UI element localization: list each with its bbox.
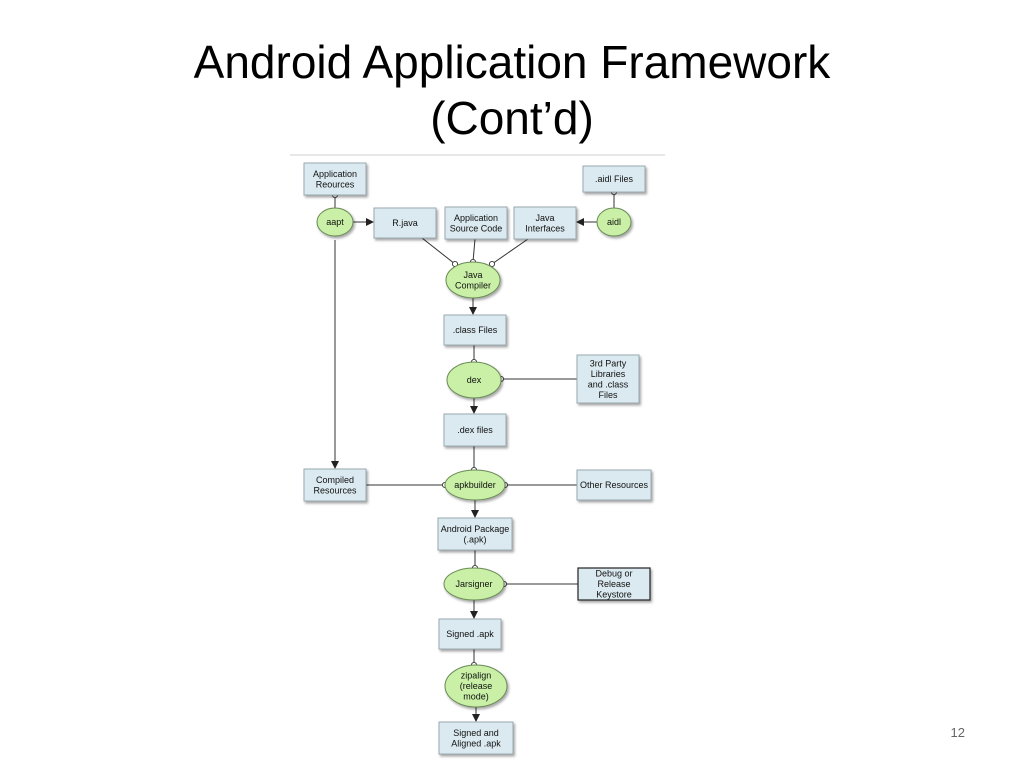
box-compiled-resources-label-line-2: Resources bbox=[313, 485, 357, 495]
box-third-party-label-line-2: Libraries bbox=[591, 369, 626, 379]
box-app-source-shape bbox=[444, 206, 508, 240]
box-third-party-label-line-4: Files bbox=[598, 390, 618, 400]
slide-title: Android Application Framework (Cont’d) bbox=[0, 34, 1024, 146]
box-app-resources-label-line-2: Reources bbox=[316, 179, 355, 189]
box-dex-files: .dex files bbox=[443, 413, 507, 447]
box-keystore-label-line-2: Release bbox=[597, 579, 630, 589]
box-other-resources-label-line-1: Other Resources bbox=[580, 480, 649, 490]
connector-7 bbox=[491, 238, 529, 265]
box-app-source-label-line-2: Source Code bbox=[450, 223, 503, 233]
box-android-package: Android Package(.apk) bbox=[437, 517, 513, 551]
box-class-files-shape bbox=[443, 314, 507, 346]
box-aidl-files-shape bbox=[582, 165, 646, 193]
box-keystore-shape bbox=[577, 567, 651, 601]
tool-zipalign-shape bbox=[444, 664, 508, 708]
tool-aapt-shape bbox=[316, 207, 354, 237]
tool-aidl: aidl bbox=[596, 207, 632, 237]
box-compiled-resources-shape bbox=[303, 468, 367, 502]
slide-title-line-1: Android Application Framework bbox=[193, 36, 831, 88]
box-android-package-label-line-2: (.apk) bbox=[463, 534, 486, 544]
box-keystore-label-line-1: Debug or bbox=[595, 569, 632, 579]
tool-apkbuilder: apkbuilder bbox=[444, 469, 506, 501]
box-keystore-label-line-3: Keystore bbox=[596, 590, 632, 600]
connector-7-end-port bbox=[488, 260, 496, 268]
box-third-party-label-line-1: 3rd Party bbox=[590, 358, 627, 368]
box-third-party-shape bbox=[576, 354, 640, 404]
box-signed-apk-label-line-1: Signed .apk bbox=[446, 629, 494, 639]
box-r-java: R.java bbox=[373, 207, 437, 239]
connector-6 bbox=[472, 238, 476, 263]
box-dex-files-label-line-1: .dex files bbox=[457, 425, 493, 435]
box-signed-apk-shape bbox=[438, 618, 502, 650]
tool-dex: dex bbox=[446, 361, 502, 399]
tool-aidl-label-line-1: aidl bbox=[607, 217, 621, 227]
tool-zipalign-label-line-2: (release bbox=[460, 681, 493, 691]
box-aidl-files-label-line-1: .aidl Files bbox=[595, 174, 634, 184]
slide-title-line-2: (Cont’d) bbox=[430, 92, 594, 144]
tool-aapt-label-line-1: aapt bbox=[326, 217, 344, 227]
tool-apkbuilder-shape bbox=[444, 469, 506, 501]
box-signed-aligned-label-line-2: Aligned .apk bbox=[451, 738, 501, 748]
box-third-party-label-line-3: and .class bbox=[588, 379, 629, 389]
tool-dex-label-line-1: dex bbox=[467, 375, 482, 385]
tool-apkbuilder-label-line-1: apkbuilder bbox=[454, 480, 496, 490]
box-java-interfaces-label-line-1: Java bbox=[535, 213, 554, 223]
box-r-java-shape bbox=[373, 207, 437, 239]
tool-dex-shape bbox=[446, 361, 502, 399]
box-class-files-label-line-1: .class Files bbox=[453, 325, 498, 335]
tool-jarsigner: Jarsigner bbox=[443, 567, 505, 601]
box-app-resources-label-line-1: Application bbox=[313, 169, 357, 179]
box-app-resources-shape bbox=[303, 162, 367, 196]
box-android-package-label-line-1: Android Package bbox=[441, 524, 510, 534]
page-number: 12 bbox=[950, 725, 965, 740]
box-java-interfaces-shape bbox=[513, 206, 577, 240]
box-android-package-shape bbox=[437, 517, 513, 551]
box-signed-aligned-label-line-1: Signed and bbox=[453, 728, 499, 738]
box-class-files: .class Files bbox=[443, 314, 507, 346]
tool-aapt: aapt bbox=[316, 207, 354, 237]
box-java-interfaces-label-line-2: Interfaces bbox=[525, 223, 565, 233]
tool-java-compiler-label-line-2: Compiler bbox=[455, 280, 491, 290]
connector-5 bbox=[421, 237, 456, 265]
box-app-source-label-line-1: Application bbox=[454, 213, 498, 223]
box-r-java-label-line-1: R.java bbox=[392, 218, 418, 228]
tool-zipalign-label-line-1: zipalign bbox=[461, 671, 492, 681]
box-compiled-resources-label-line-1: Compiled bbox=[316, 475, 354, 485]
box-other-resources: Other Resources bbox=[576, 469, 652, 501]
box-signed-aligned-shape bbox=[438, 721, 514, 755]
box-aidl-files: .aidl Files bbox=[582, 165, 646, 193]
tool-jarsigner-label-line-1: Jarsigner bbox=[455, 579, 492, 589]
box-dex-files-shape bbox=[443, 413, 507, 447]
tool-java-compiler-shape bbox=[445, 261, 501, 299]
box-signed-apk: Signed .apk bbox=[438, 618, 502, 650]
tool-java-compiler-label-line-1: Java bbox=[463, 270, 482, 280]
box-other-resources-shape bbox=[576, 469, 652, 501]
tool-zipalign-label-line-3: mode) bbox=[463, 692, 489, 702]
tool-aidl-shape bbox=[596, 207, 632, 237]
tool-jarsigner-shape bbox=[443, 567, 505, 601]
